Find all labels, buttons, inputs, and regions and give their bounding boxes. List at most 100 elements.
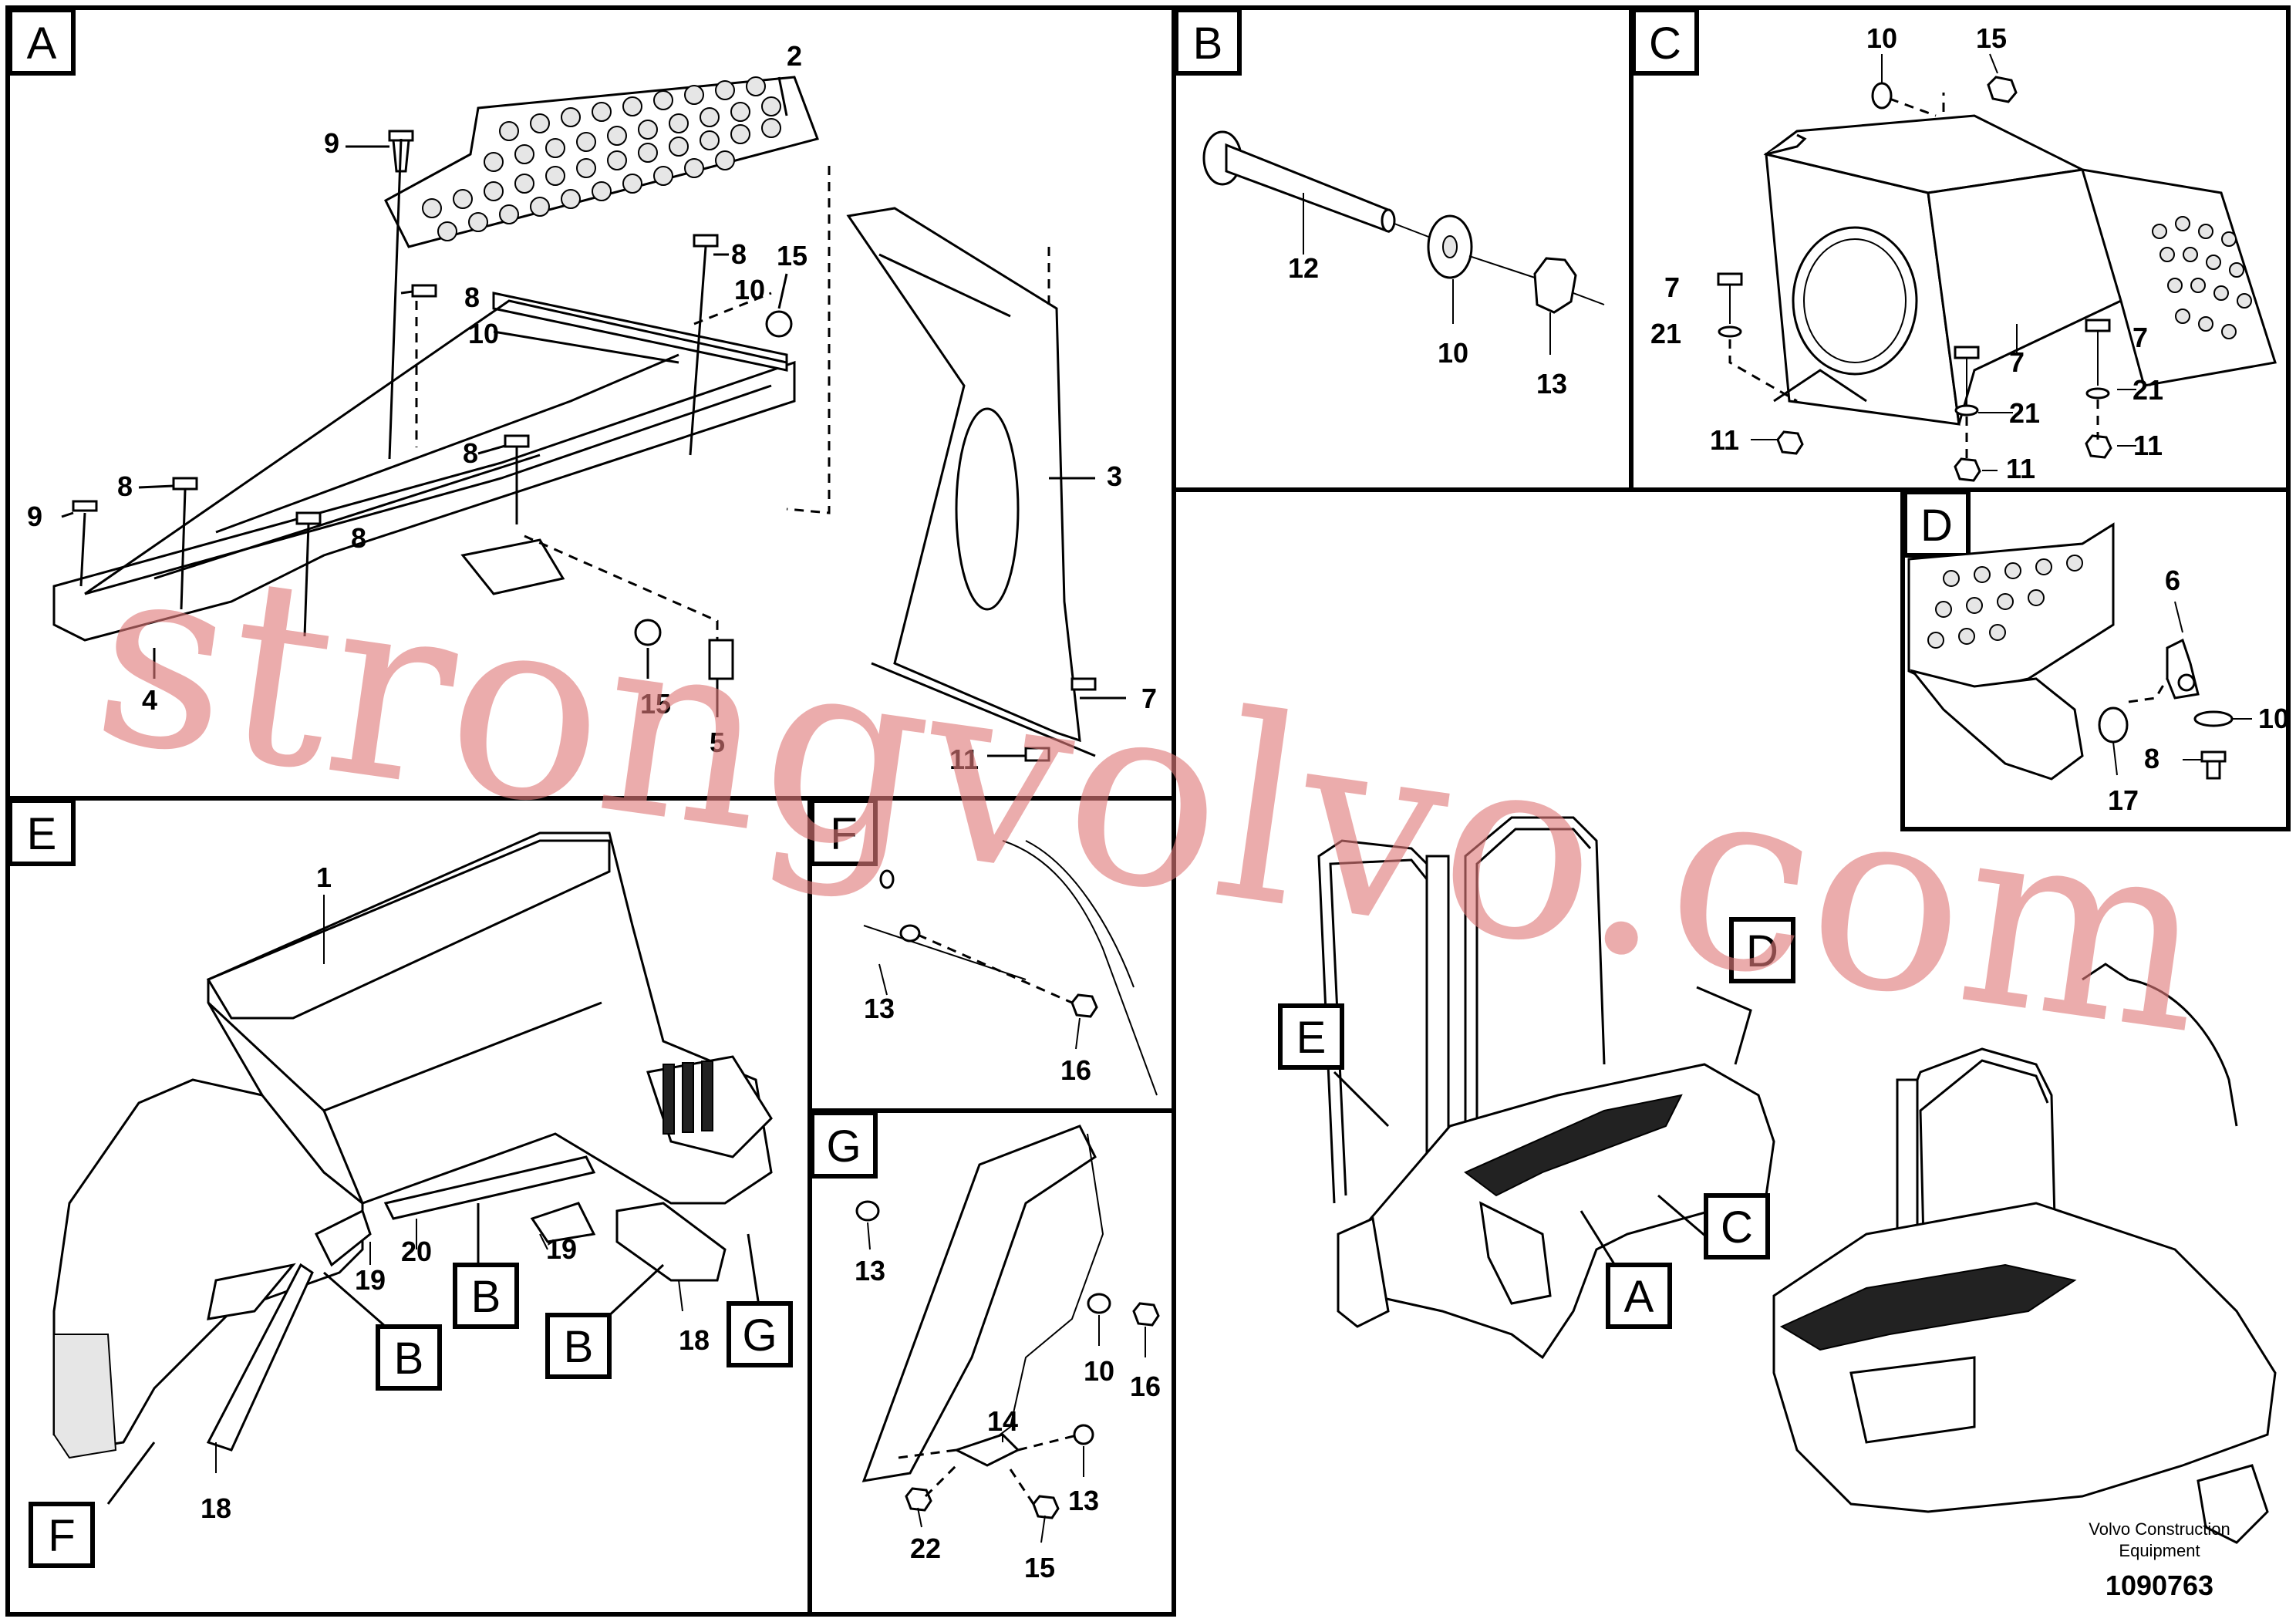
svg-text:D: D	[1746, 926, 1778, 976]
svg-text:17: 17	[2108, 784, 2139, 816]
svg-text:11: 11	[2006, 453, 2035, 484]
panel-c-tag: C	[1631, 8, 1699, 76]
right-tread	[1779, 1263, 2077, 1351]
panel-frames	[5, 5, 2291, 1617]
svg-text:7: 7	[1141, 683, 1157, 714]
panel-c-labels: 10 15 7 21 7 7 21 21 11 11 11	[1650, 22, 2163, 484]
panel-d-drawing	[1907, 522, 2252, 781]
panel-f-drawing	[863, 840, 1158, 1096]
side-panel	[861, 1125, 1097, 1482]
svg-text:15: 15	[1976, 22, 2007, 54]
rubber-stop	[2098, 706, 2129, 744]
svg-text:11: 11	[949, 744, 979, 775]
pin-shaft	[1225, 143, 1390, 234]
svg-text:12: 12	[1288, 252, 1319, 284]
panel-d-tag: D	[1903, 490, 1971, 558]
panel-b-labels: 12 10 13	[1288, 252, 1567, 400]
credit-block: Volvo Construction Equipment 1090763	[2089, 1519, 2230, 1601]
svg-text:B: B	[471, 1272, 501, 1322]
svg-text:20: 20	[401, 1236, 432, 1267]
panel-g-drawing	[855, 1125, 1160, 1543]
svg-text:13: 13	[864, 993, 895, 1024]
svg-text:11: 11	[2133, 430, 2163, 461]
svg-text:10: 10	[1866, 22, 1897, 54]
nut	[1533, 257, 1577, 314]
stop-washer	[2193, 710, 2234, 727]
svg-text:21: 21	[2132, 374, 2163, 406]
svg-text:B: B	[564, 1322, 594, 1372]
svg-text:6: 6	[2165, 565, 2180, 596]
panel-f-labels: 13 16	[864, 993, 1091, 1086]
svg-text:F: F	[830, 809, 857, 859]
left-tread	[1464, 1094, 1683, 1197]
strip-19-right	[530, 1202, 596, 1243]
svg-text:8: 8	[2144, 743, 2159, 774]
svg-text:21: 21	[2009, 397, 2040, 429]
svg-text:19: 19	[355, 1264, 386, 1296]
svg-text:18: 18	[679, 1324, 710, 1356]
panel-b-tag: B	[1174, 8, 1242, 76]
svg-text:14: 14	[987, 1405, 1018, 1437]
svg-text:8: 8	[464, 282, 480, 313]
strip-20	[383, 1155, 596, 1220]
strip-19-left	[314, 1209, 372, 1267]
panel-b-drawing	[1202, 130, 1605, 355]
panel-c-drawing	[1717, 53, 2277, 482]
panel-e-tag: E	[8, 798, 76, 866]
svg-text:4: 4	[142, 684, 157, 716]
panel-b-frame	[1172, 5, 1633, 492]
svg-text:8: 8	[117, 470, 133, 502]
svg-text:5: 5	[710, 727, 725, 758]
panel-d-labels: 6 10 8 17	[2108, 565, 2289, 816]
svg-text:2: 2	[787, 40, 802, 72]
svg-text:13: 13	[1068, 1485, 1099, 1516]
panel-a-labels: 2 9 8 10 8 10 15 8 9 8 8 4 15 5 3 7 11	[27, 40, 1157, 775]
strip-18-right	[615, 1202, 727, 1282]
svg-text:A: A	[27, 19, 57, 69]
svg-text:D: D	[1920, 501, 1953, 551]
svg-text:8: 8	[463, 437, 478, 469]
svg-text:15: 15	[1024, 1552, 1055, 1583]
credit-line-1: Volvo Construction	[2089, 1519, 2230, 1539]
svg-text:B: B	[1193, 19, 1223, 69]
svg-text:C: C	[1721, 1202, 1753, 1253]
svg-text:1: 1	[316, 862, 332, 893]
svg-text:19: 19	[546, 1233, 577, 1265]
panel-g-frame	[807, 1108, 1176, 1617]
svg-text:9: 9	[27, 501, 42, 532]
svg-text:16: 16	[1060, 1054, 1091, 1086]
svg-text:15: 15	[777, 240, 807, 271]
svg-text:7: 7	[1664, 271, 1680, 303]
center-handrail	[1464, 816, 1606, 1134]
panel-e-callouts: B B B G F	[29, 1263, 793, 1568]
panel-a-drawing	[52, 76, 1126, 762]
panel-g-labels: 13 10 16 14 13 22 15	[855, 1255, 1161, 1583]
strip-18-left	[206, 1263, 314, 1452]
svg-text:E: E	[1296, 1013, 1327, 1063]
svg-text:7: 7	[2132, 322, 2148, 353]
drawing-number: 1090763	[2106, 1570, 2213, 1601]
svg-text:8: 8	[731, 238, 747, 270]
svg-text:G: G	[742, 1310, 777, 1361]
svg-text:8: 8	[351, 522, 366, 554]
svg-text:G: G	[826, 1121, 861, 1172]
step-frame	[52, 360, 796, 642]
svg-text:10: 10	[2258, 703, 2289, 734]
svg-text:E: E	[27, 809, 57, 859]
svg-text:18: 18	[201, 1492, 231, 1524]
bracket-14	[953, 1433, 1020, 1467]
svg-text:10: 10	[1084, 1355, 1114, 1387]
svg-text:B: B	[394, 1334, 424, 1384]
overview-callouts: D E C A	[1278, 917, 1795, 1329]
svg-text:7: 7	[2009, 346, 2025, 378]
panel-e-labels: 1 19 20 19 18 18	[201, 862, 710, 1524]
svg-text:10: 10	[734, 274, 765, 305]
step-box-opening	[1792, 226, 1918, 376]
svg-text:16: 16	[1130, 1371, 1161, 1402]
left-fender	[1348, 1063, 1775, 1360]
svg-text:3: 3	[1107, 460, 1122, 492]
svg-text:11: 11	[1710, 424, 1739, 456]
svg-text:15: 15	[640, 688, 671, 720]
svg-text:9: 9	[324, 127, 339, 159]
